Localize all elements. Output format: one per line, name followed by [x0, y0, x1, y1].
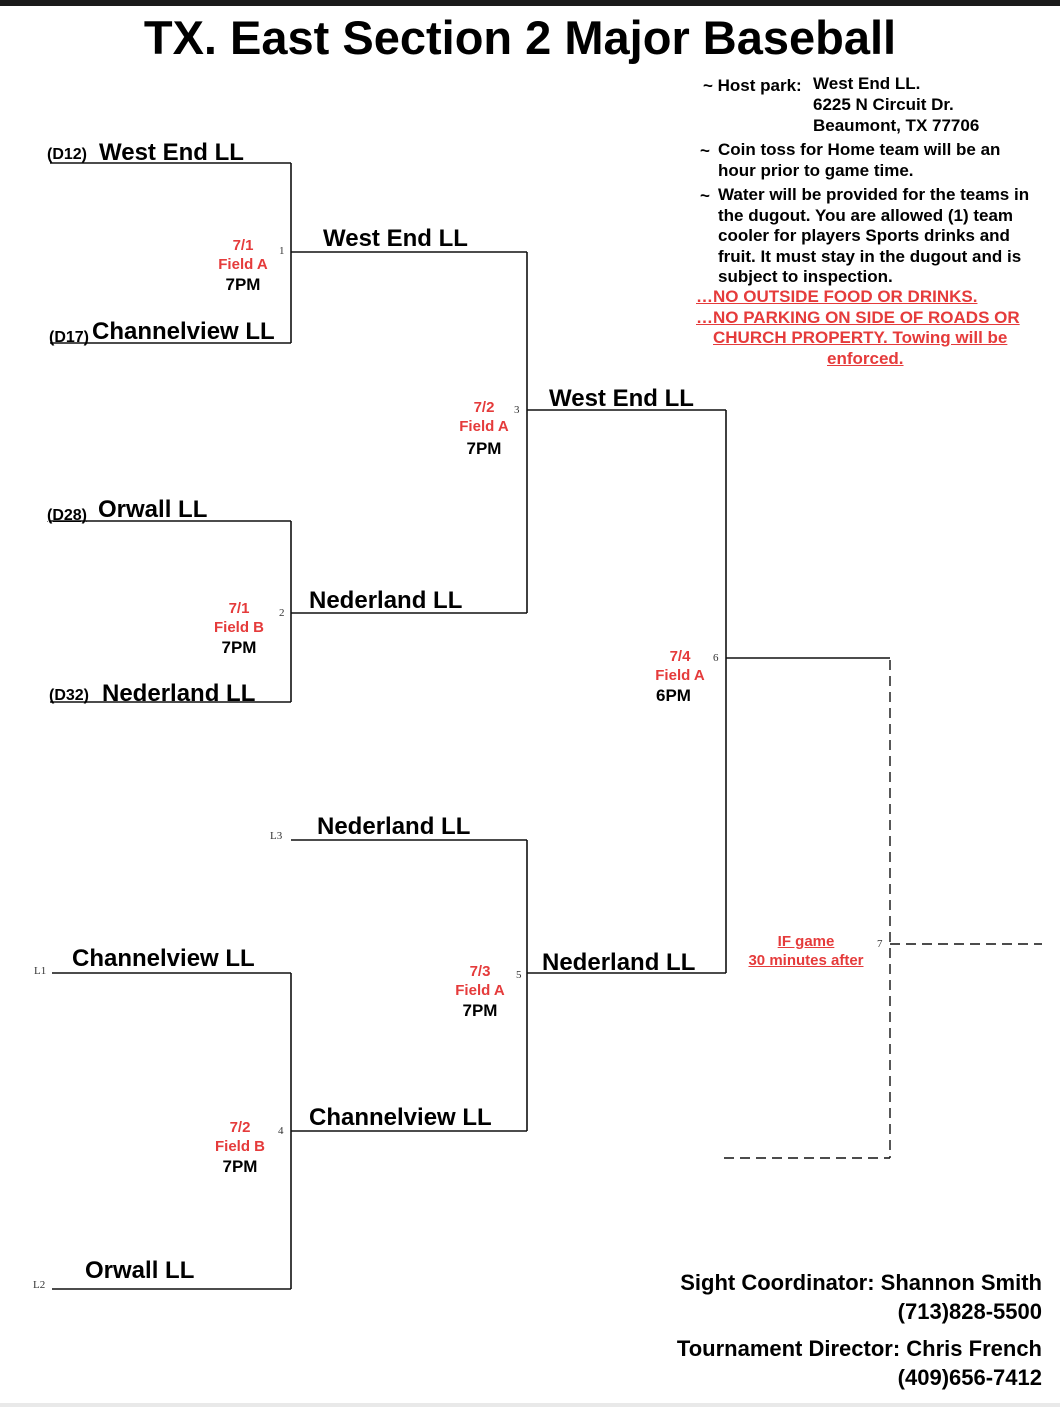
- water-line5: subject to inspection.: [718, 267, 893, 286]
- no-food-notice: …NO OUTSIDE FOOD OR DRINKS.: [696, 287, 978, 306]
- if-game-line1: IF game: [777, 933, 835, 950]
- host-park-line3: Beaumont, TX 77706: [813, 116, 980, 135]
- schedule-g6: 7/4 Field A 6PM: [640, 647, 720, 706]
- field-g6: Field A: [655, 667, 705, 684]
- if-game-note: IF game 30 minutes after: [736, 932, 876, 970]
- game-number-6: 6: [713, 652, 719, 664]
- field-g4: Field B: [214, 1138, 265, 1155]
- game-number-2: 2: [279, 607, 285, 619]
- team-l3: Nederland LL: [317, 813, 471, 840]
- seed-g1-bottom: (D17): [49, 329, 90, 346]
- team-l2: Orwall LL: [85, 1257, 195, 1284]
- water-note: Water will be provided for the teams in …: [718, 185, 1058, 288]
- team-g2-top: Orwall LL: [98, 496, 208, 523]
- loser-label-l2: L2: [33, 1279, 46, 1291]
- schedule-g3: 7/2 Field A 7PM: [444, 398, 524, 459]
- water-line2: the dugout. You are allowed (1) team: [718, 205, 1014, 225]
- date-g2: 7/1: [228, 600, 250, 617]
- team-g1-bottom: Channelview LL: [92, 318, 275, 345]
- team-g1-top: West End LL: [99, 139, 244, 166]
- schedule-g1: 7/1 Field A 7PM: [203, 236, 283, 295]
- site-coordinator: Sight Coordinator: Shannon Smith (713)82…: [680, 1268, 1042, 1326]
- team-g3-winner: West End LL: [549, 385, 694, 412]
- coin-toss-bullet: ~: [700, 141, 710, 160]
- seed-g1-top: (D12): [47, 146, 88, 163]
- date-g3: 7/2: [473, 399, 495, 416]
- team-g4-winner: Channelview LL: [309, 1104, 492, 1131]
- host-park-line1: West End LL.: [813, 74, 921, 93]
- page-title: TX. East Section 2 Major Baseball: [143, 11, 897, 64]
- date-g4: 7/2: [229, 1119, 251, 1136]
- tournament-director-phone: (409)656-7412: [897, 1365, 1042, 1390]
- date-g6: 7/4: [669, 648, 691, 665]
- no-parking-notice-line3: enforced.: [827, 349, 904, 368]
- seed-g2-top-text: (D28): [47, 507, 88, 524]
- coin-toss-line2: hour prior to game time.: [718, 160, 914, 180]
- field-g2: Field B: [213, 619, 264, 636]
- field-g3: Field A: [459, 418, 509, 435]
- date-g5: 7/3: [469, 963, 491, 980]
- time-g6: 6PM: [656, 686, 691, 705]
- tournament-director-name: Tournament Director: Chris French: [676, 1336, 1042, 1361]
- team-l1: Channelview LL: [72, 945, 255, 972]
- if-game-line2: 30 minutes after: [748, 952, 864, 969]
- top-border: [0, 0, 1060, 6]
- schedule-g4: 7/2 Field B 7PM: [200, 1118, 280, 1177]
- seed-g2-top: (D28): [47, 506, 87, 526]
- tournament-director: Tournament Director: Chris French (409)6…: [677, 1334, 1042, 1392]
- loser-label-l3: L3: [270, 830, 283, 842]
- water-line4: fruit. It must stay in the dugout and is: [718, 246, 1022, 266]
- seed-g2-bottom: (D32): [49, 687, 90, 704]
- host-park-label: ~ Host park:: [703, 76, 802, 95]
- site-coordinator-name: Sight Coordinator: Shannon Smith: [680, 1270, 1042, 1295]
- time-g4: 7PM: [222, 1157, 258, 1176]
- time-g2: 7PM: [221, 638, 257, 657]
- water-line3: cooler for players Sports drinks and: [718, 226, 1010, 245]
- site-coordinator-phone: (713)828-5500: [897, 1299, 1042, 1324]
- game-number-5: 5: [516, 969, 522, 981]
- schedule-g2: 7/1 Field B 7PM: [199, 599, 279, 658]
- water-line1: Water will be provided for the teams in: [718, 185, 1030, 204]
- schedule-g5: 7/3 Field A 7PM: [440, 962, 520, 1021]
- date-g1: 7/1: [232, 237, 254, 254]
- no-parking-notice-line1: …NO PARKING ON SIDE OF ROADS OR: [696, 308, 1020, 327]
- time-g3: 7PM: [466, 439, 502, 458]
- host-park-line2: 6225 N Circuit Dr.: [813, 95, 954, 114]
- team-g2-bottom: Nederland LL: [102, 680, 256, 707]
- bottom-border: [0, 1403, 1060, 1407]
- coin-toss-line1: Coin toss for Home team will be an: [718, 140, 1001, 159]
- team-g5-winner: Nederland LL: [542, 949, 696, 976]
- coin-toss-note: Coin toss for Home team will be an hour …: [718, 140, 1058, 181]
- team-round2-top: West End LL: [323, 225, 468, 252]
- game-number-1: 1: [279, 245, 285, 257]
- field-g5: Field A: [455, 982, 505, 999]
- loser-label-l1: L1: [34, 965, 47, 977]
- time-g1: 7PM: [225, 275, 261, 294]
- team-round2-bottom: Nederland LL: [309, 587, 463, 614]
- field-g1: Field A: [218, 256, 268, 273]
- water-bullet: ~: [700, 186, 710, 205]
- game-number-3: 3: [514, 404, 520, 416]
- game-number-4: 4: [278, 1125, 284, 1137]
- no-parking-notice-line2: CHURCH PROPERTY. Towing will be: [713, 328, 1008, 347]
- game-number-7: 7: [877, 938, 883, 950]
- time-g5: 7PM: [462, 1001, 498, 1020]
